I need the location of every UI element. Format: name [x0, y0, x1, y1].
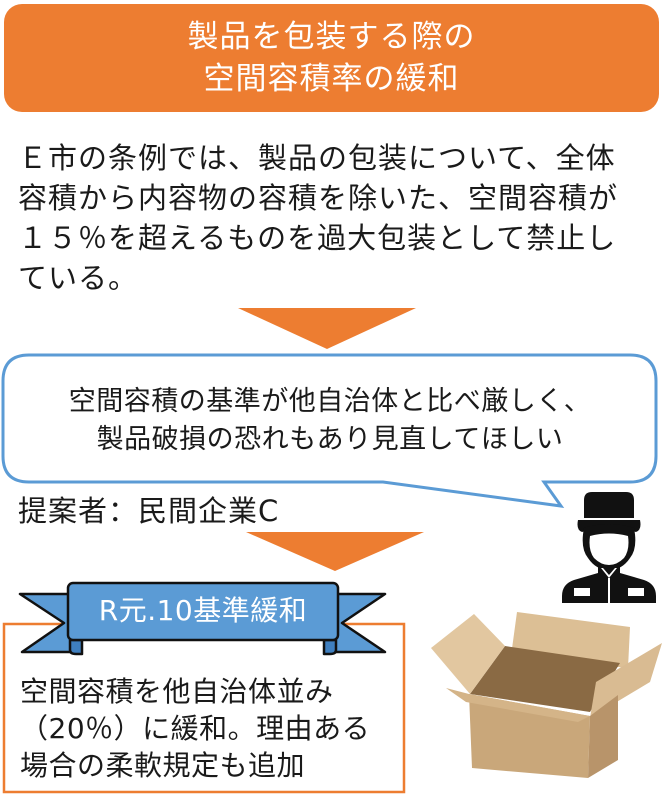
intro-line: Ｅ市の条例では、製品の包装について、全体	[18, 141, 616, 175]
speech-line: 製品破損の恐れもあり見直してほしい	[96, 424, 564, 455]
title-line-1: 製品を包装する際の	[187, 19, 476, 55]
proposer-label: 提案者：民間企業C	[18, 494, 280, 528]
title-line-2: 空間容積率の緩和	[203, 61, 460, 97]
arrow-down-icon	[246, 532, 424, 571]
intro-line: ている。	[18, 261, 139, 295]
speech-line: 空間容積の基準が他自治体と比べ厳しく、	[68, 386, 592, 417]
cardboard-box-icon	[431, 612, 662, 778]
proposal-speech-text: 空間容積の基準が他自治体と比べ厳しく、 製品破損の恐れもあり見直してほしい	[30, 383, 630, 459]
result-line: 空間容積を他自治体並み	[20, 675, 334, 708]
title-banner: 製品を包装する際の 空間容積率の緩和	[4, 4, 659, 112]
result-description: 空間容積を他自治体並み （20％）に緩和。理由ある 場合の柔軟規定も追加	[20, 673, 400, 784]
intro-line: 容積から内容物の容積を除いた、空間容積が	[18, 181, 619, 215]
intro-line: １５％を超えるものを過大包装として禁止し	[18, 221, 617, 255]
speech-bubble	[1, 353, 658, 508]
ordinance-description: Ｅ市の条例では、製品の包装について、全体 容積から内容物の容積を除いた、空間容積…	[18, 138, 658, 298]
arrow-down-icon	[238, 308, 416, 349]
result-line: 場合の柔軟規定も追加	[20, 749, 306, 782]
result-line: （20％）に緩和。理由ある	[20, 712, 371, 745]
banner-label: R元.10基準緩和	[98, 594, 308, 627]
ribbon-banner-icon	[18, 581, 387, 656]
